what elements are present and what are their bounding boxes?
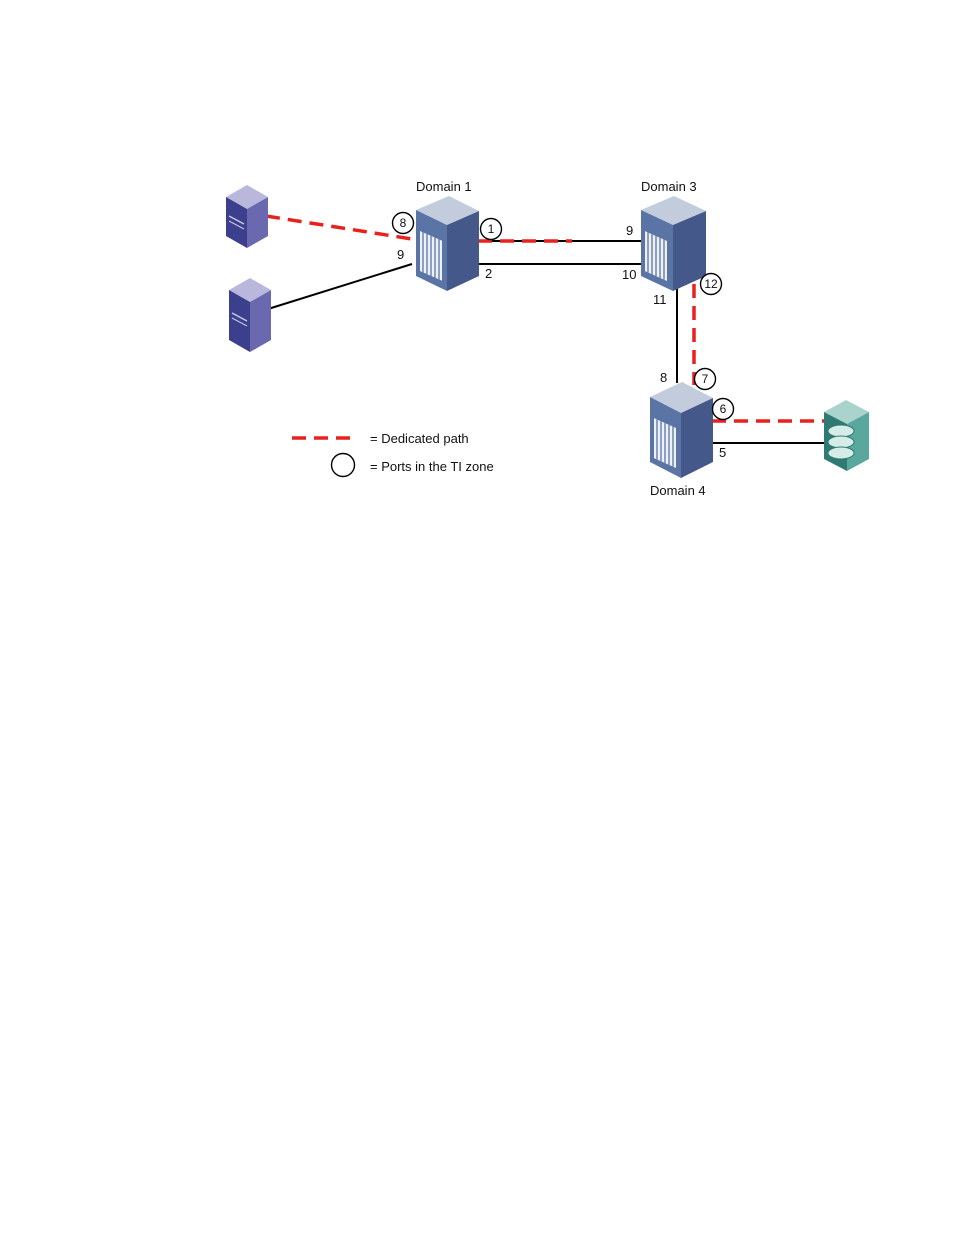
domain-4-label: Domain 4 xyxy=(650,483,706,498)
ti-port-d1-1-label: 1 xyxy=(488,222,495,236)
ti-port-d1-8-label: 8 xyxy=(400,216,407,230)
ti-port-d3-12: 12 xyxy=(701,274,722,295)
port-label-d4-5: 5 xyxy=(719,445,726,460)
domain-1-label: Domain 1 xyxy=(416,179,472,194)
legend: = Dedicated path = Ports in the TI zone xyxy=(292,431,494,477)
port-label-d3-11: 11 xyxy=(653,292,667,307)
switch-icon xyxy=(650,382,713,478)
dedicated-path-host1-domain1 xyxy=(266,216,412,239)
server-icon xyxy=(226,185,268,248)
switch-domain-1 xyxy=(416,196,479,291)
domain-3-label: Domain 3 xyxy=(641,179,697,194)
host-server-2 xyxy=(229,278,271,352)
dedicated-path xyxy=(266,216,826,421)
port-label-d3-9: 9 xyxy=(626,223,633,238)
storage-array xyxy=(824,400,869,471)
legend-ti-zone-label: = Ports in the TI zone xyxy=(370,459,494,474)
ti-port-d4-7-label: 7 xyxy=(702,372,709,386)
server-icon xyxy=(229,278,271,352)
ti-port-d1-8: 8 xyxy=(393,213,414,234)
port-label-d1-2: 2 xyxy=(485,266,492,281)
ti-port-d4-6: 6 xyxy=(713,399,734,420)
ti-port-d4-6-label: 6 xyxy=(720,402,727,416)
legend-ti-zone-swatch xyxy=(332,454,355,477)
legend-dedicated-path-label: = Dedicated path xyxy=(370,431,469,446)
host-server-1 xyxy=(226,185,268,248)
storage-array-icon xyxy=(824,400,869,471)
links xyxy=(268,241,824,443)
switch-domain-3 xyxy=(641,196,706,291)
port-label-d3-10: 10 xyxy=(622,267,636,282)
link-host2-domain1 xyxy=(268,264,412,309)
ti-port-d3-12-label: 12 xyxy=(704,277,718,291)
port-label-d1-9: 9 xyxy=(397,247,404,262)
ti-port-d4-7: 7 xyxy=(695,369,716,390)
ti-port-d1-1: 1 xyxy=(481,219,502,240)
switch-icon xyxy=(641,196,706,291)
port-label-d4-8: 8 xyxy=(660,370,667,385)
switch-domain-4 xyxy=(650,382,713,478)
switch-icon xyxy=(416,196,479,291)
